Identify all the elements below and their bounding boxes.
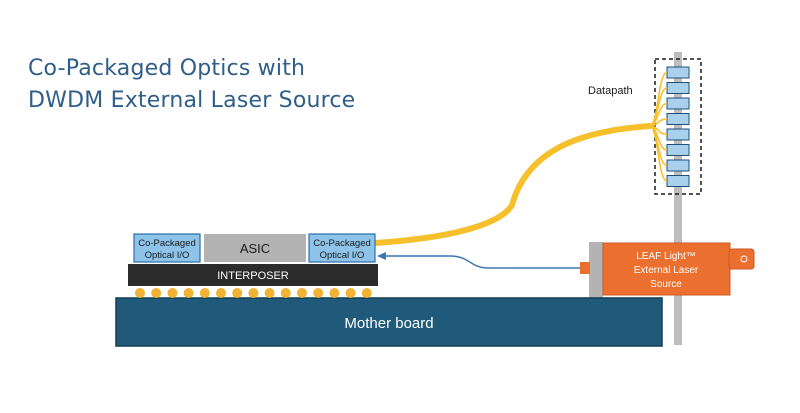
- datapath-module: [666, 128, 690, 141]
- datapath-label: Datapath: [588, 85, 633, 97]
- fan-fiber: [649, 71, 668, 127]
- datapath-module: [666, 144, 690, 156]
- motherboard-label: Mother board: [344, 315, 433, 332]
- solder-ball: [345, 288, 356, 298]
- solder-ball: [329, 288, 340, 298]
- asic: [204, 234, 306, 262]
- interposer: [128, 264, 378, 286]
- rack-pole: [674, 52, 682, 345]
- interposer-label: INTERPOSER: [217, 270, 289, 282]
- laser-output-port: [580, 262, 590, 274]
- solder-ball: [199, 288, 210, 298]
- laser-link-arrowhead: [377, 252, 386, 260]
- laser-mount-post: [589, 242, 603, 300]
- datapath-frame: [654, 58, 702, 195]
- cpo-right: [308, 233, 376, 263]
- solder-ball: [135, 288, 145, 298]
- datapath-module: [666, 97, 690, 110]
- solder-ball: [297, 288, 307, 298]
- laser-source-box: [602, 242, 731, 296]
- main-fiber: [372, 123, 653, 246]
- solder-ball: [232, 288, 243, 298]
- datapath-module: [666, 113, 690, 125]
- solder-balls: [135, 288, 372, 298]
- diagram-title-line-1: Co-Packaged Optics with: [28, 56, 306, 81]
- solder-ball: [361, 288, 372, 298]
- laser-label-line-3: Source: [650, 279, 682, 290]
- solder-ball: [151, 288, 162, 298]
- solder-ball: [313, 288, 324, 298]
- laser-label-line-2: External Laser: [634, 265, 699, 276]
- cpo-left-label-2: Optical I/O: [145, 250, 190, 261]
- cpo-left: [133, 233, 201, 263]
- laser-connector-hole: [740, 255, 748, 263]
- solder-ball: [248, 288, 259, 298]
- datapath-module: [666, 159, 690, 172]
- datapath-module: [666, 66, 690, 79]
- diagram-title-line-2: DWDM External Laser Source: [28, 88, 356, 113]
- solder-ball: [280, 288, 291, 298]
- datapath-module: [666, 175, 690, 187]
- motherboard: [115, 297, 663, 347]
- solder-ball: [216, 288, 226, 298]
- laser-label-line-1: LEAF Light™: [636, 251, 695, 262]
- solder-ball: [264, 288, 275, 298]
- solder-ball: [167, 288, 178, 298]
- laser-link-line: [381, 255, 580, 269]
- solder-ball: [183, 288, 194, 298]
- cpo-right-label-2: Optical I/O: [320, 250, 365, 261]
- datapath-module: [666, 82, 690, 94]
- cpo-left-label-1: Co-Packaged: [138, 238, 196, 249]
- asic-label: ASIC: [240, 241, 270, 256]
- cpo-right-label-1: Co-Packaged: [313, 238, 371, 249]
